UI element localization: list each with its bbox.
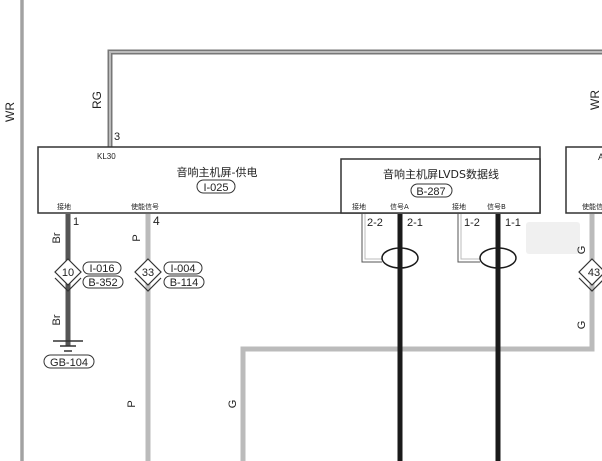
splice-10[interactable]: 10 [54, 258, 82, 292]
lvds-pair-2 [361, 214, 419, 461]
wire-rg-top [107, 49, 602, 147]
lvds-pin-2-1: 2-1 [407, 217, 423, 229]
connector-badge-gb104[interactable]: GB-104 [43, 354, 95, 369]
terminal-kl30: KL30 [97, 152, 116, 161]
connector-badge-i004[interactable]: I-004 [163, 261, 203, 275]
lvds-pin-2-2: 2-2 [367, 217, 383, 229]
wire-label-wr-right: WR [588, 90, 602, 110]
svg-text:I-016: I-016 [89, 263, 114, 275]
svg-text:43: 43 [588, 267, 600, 279]
lvds-pin-1-1: 1-1 [505, 217, 521, 229]
wire-label-p-2: P [126, 400, 138, 407]
ground-symbol [53, 340, 83, 352]
pin-number-4: 4 [153, 214, 160, 228]
svg-text:B-114: B-114 [170, 277, 199, 289]
wire-label-br-2: Br [51, 314, 63, 325]
right-box [565, 146, 602, 214]
svg-text:10: 10 [62, 267, 74, 279]
wire-label-g-3: G [227, 400, 239, 409]
wire-label-g-2: G [576, 321, 588, 330]
lvds-pin-1-2: 1-2 [464, 217, 480, 229]
lvds-box-title: 音响主机屏LVDS数据线 [383, 167, 499, 181]
lvds-pin-label-signal-b: 信号B [487, 202, 506, 211]
pin-number-3: 3 [114, 131, 120, 143]
pin-label-ground: 接地 [57, 202, 71, 211]
right-box-title: A [598, 152, 602, 162]
wire-label-rg: RG [90, 91, 104, 109]
wire-label-wr-left: WR [3, 102, 17, 122]
connector-badge-b114[interactable]: B-114 [163, 275, 205, 289]
lvds-pair-1 [457, 214, 517, 461]
connector-badge-b287[interactable]: B-287 [410, 183, 453, 198]
wire-label-p-1: P [131, 234, 143, 241]
wire-label-g-1: G [576, 246, 588, 255]
splice-33[interactable]: 33 [134, 258, 162, 292]
lvds-pin-label-signal-a: 信号A [390, 202, 409, 211]
svg-text:B-287: B-287 [416, 186, 445, 198]
pin-number-1: 1 [73, 216, 79, 228]
svg-text:33: 33 [142, 267, 154, 279]
right-box-pin-label: 使能信 [582, 202, 602, 211]
highlight-overlay [526, 222, 580, 254]
svg-text:I-004: I-004 [170, 263, 195, 275]
splice-43[interactable]: 43 [578, 258, 602, 292]
svg-text:GB-104: GB-104 [50, 357, 88, 369]
connector-badge-i025[interactable]: I-025 [196, 179, 236, 194]
connector-badge-b352[interactable]: B-352 [82, 275, 124, 289]
lvds-pin-label-ground-1: 接地 [452, 202, 466, 211]
lvds-pin-label-ground-2: 接地 [352, 202, 366, 211]
svg-text:B-352: B-352 [88, 277, 117, 289]
power-box-title: 音响主机屏-供电 [177, 165, 258, 179]
pin-label-enable: 使能信号 [131, 202, 159, 211]
svg-text:I-025: I-025 [203, 182, 228, 194]
connector-badge-i016[interactable]: I-016 [82, 261, 122, 275]
wire-label-br-1: Br [51, 232, 63, 243]
